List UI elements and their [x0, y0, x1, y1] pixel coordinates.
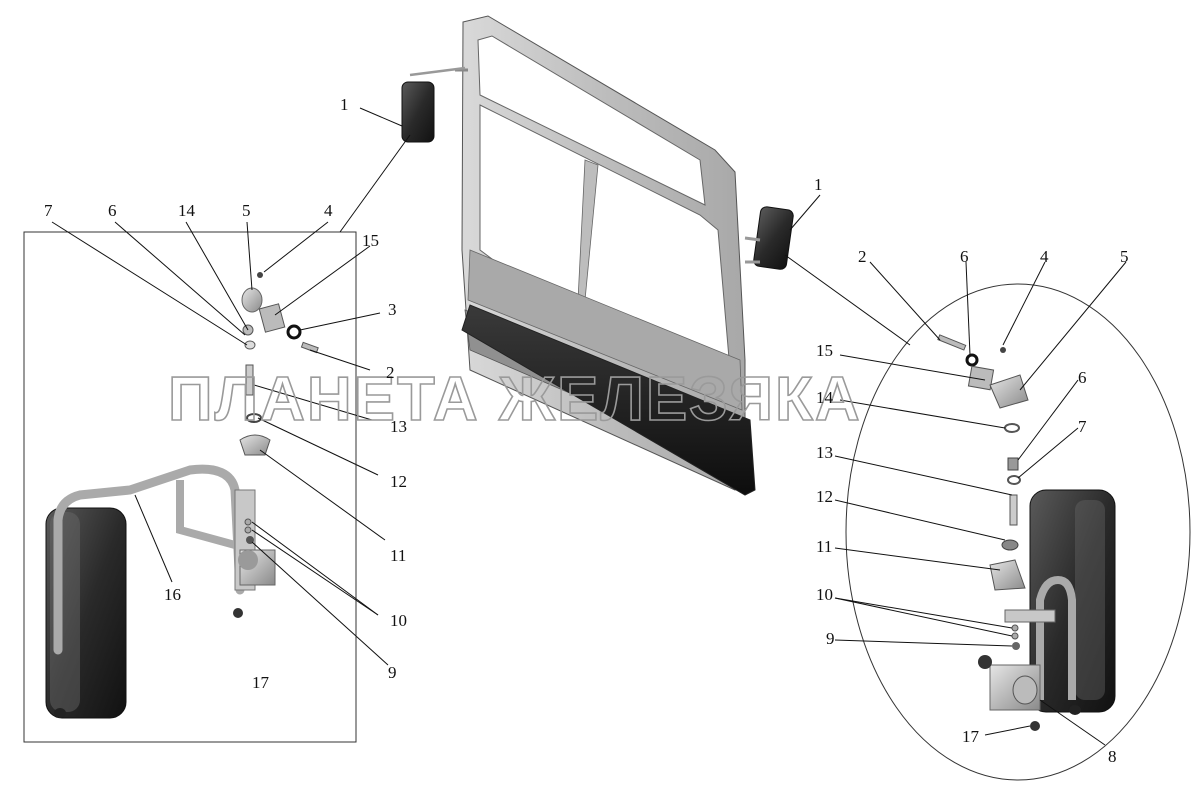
- callout-label: 17: [252, 673, 270, 692]
- callout-label: 10: [816, 585, 833, 604]
- callout-label: 9: [826, 629, 835, 648]
- callout-label: 16: [164, 585, 181, 604]
- callout-label: 8: [1108, 747, 1117, 766]
- mirror-small-left: [401, 81, 435, 143]
- callout-label: 6: [108, 201, 117, 220]
- right-leader-lines: [789, 194, 1127, 746]
- left-small-parts: [233, 272, 319, 618]
- mirror-arm-left: [53, 464, 276, 655]
- callout-label: 4: [324, 201, 333, 220]
- callout-label: 12: [390, 472, 407, 491]
- callout-label: 5: [242, 201, 251, 220]
- right-detail-ellipse: [784, 254, 1191, 781]
- callout-label: 7: [44, 201, 53, 220]
- callout-label: 13: [816, 443, 833, 462]
- callout-label: 9: [388, 663, 397, 682]
- right-small-parts: [937, 334, 1040, 731]
- callout-label: 11: [816, 537, 832, 556]
- callout-label: 17: [962, 727, 980, 746]
- left-callout-labels: 1 7 6 14 5 4 15 3 2 13 12 11 16 10 9 17: [44, 95, 407, 692]
- callout-label: 12: [816, 487, 833, 506]
- callout-label: 14: [178, 201, 196, 220]
- callout-label: 14: [816, 388, 834, 407]
- mirror-arm-right: [978, 575, 1076, 711]
- callout-label: 4: [1040, 247, 1049, 266]
- left-leader-lines: [51, 107, 403, 666]
- callout-label: 15: [362, 231, 379, 250]
- right-callout-labels: 1 2 6 4 5 15 14 6 7 13 12 11 10 9 17 8: [814, 175, 1129, 766]
- callout-label: 6: [960, 247, 969, 266]
- callout-label: 11: [390, 546, 406, 565]
- callout-label: 5: [1120, 247, 1129, 266]
- callout-label: 15: [816, 341, 833, 360]
- callout-label: 3: [388, 300, 397, 319]
- callout-label: 1: [340, 95, 349, 114]
- watermark-text: ПЛАНЕТА ЖЕЛЕЗЯКА: [168, 365, 862, 434]
- bus-front-frame: [409, 15, 756, 496]
- left-detail-frame: [23, 134, 411, 743]
- callout-label: 13: [390, 417, 407, 436]
- callout-label: 6: [1078, 368, 1087, 387]
- callout-label: 10: [390, 611, 407, 630]
- callout-label: 2: [386, 363, 395, 382]
- callout-label: 7: [1078, 417, 1087, 436]
- mirror-small-right: [744, 206, 794, 270]
- callout-label: 1: [814, 175, 823, 194]
- callout-label: 2: [858, 247, 867, 266]
